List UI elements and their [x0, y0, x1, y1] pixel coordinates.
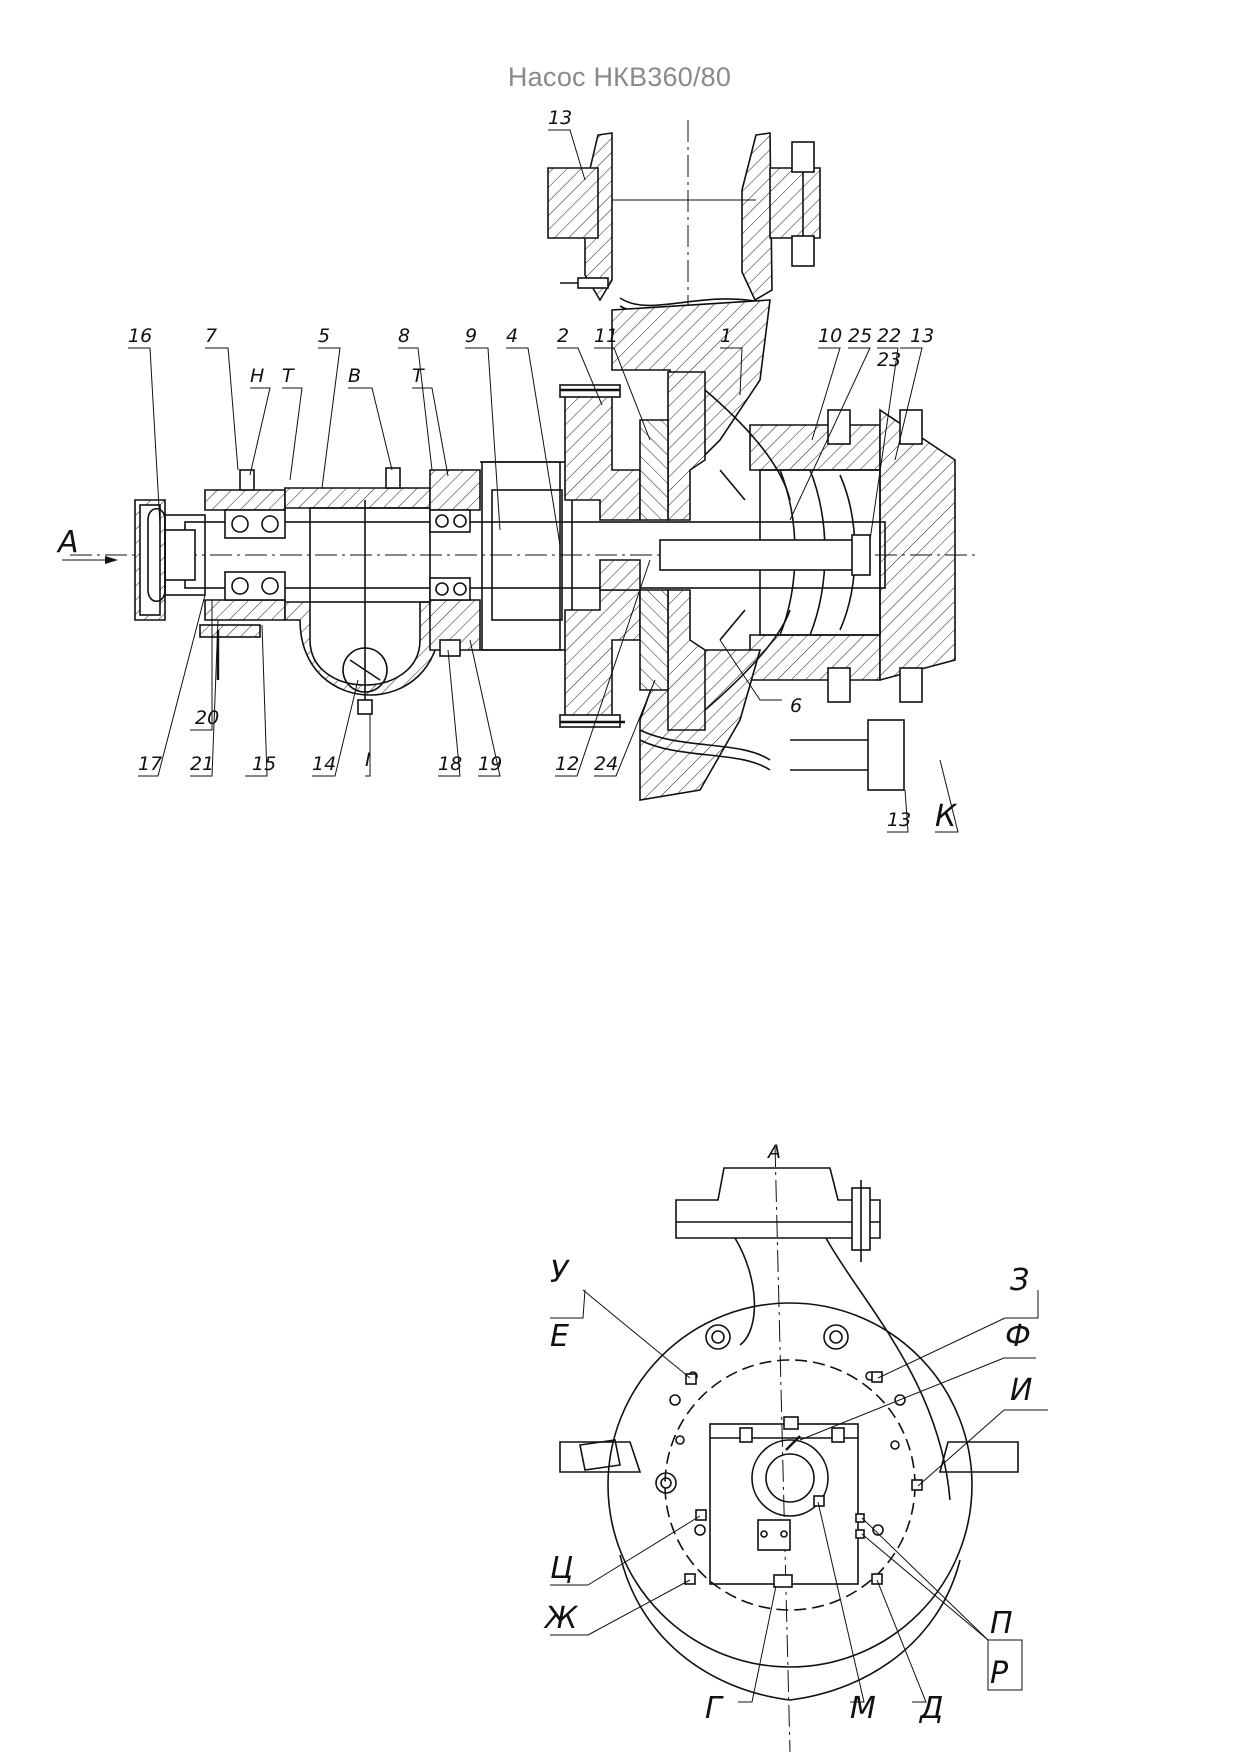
callout-25: 25 [848, 325, 872, 347]
bolt-holes [655, 1324, 906, 1536]
end-view-leaders [550, 1289, 1048, 1703]
casing-lower-arc [619, 1554, 961, 1701]
callout-Z: З [1010, 1263, 1029, 1298]
callout-G: Г [705, 1691, 724, 1726]
discharge-nozzle [547, 120, 821, 340]
callout-H: Н [250, 365, 264, 387]
shaft [70, 521, 980, 589]
bearing-housing-right [429, 469, 481, 657]
bolt-circle [664, 1359, 916, 1611]
left-foot [579, 1439, 621, 1471]
callout-7: 7 [205, 325, 217, 347]
callout-M: М [850, 1691, 876, 1726]
callout-1: 1 [720, 325, 732, 347]
casing-outer-circle [607, 1302, 973, 1668]
section-view: 16 7 Н Т 5 В 8 Т 9 4 2 11 1 10 25 22 23 … [56, 107, 980, 834]
callout-15: 15 [252, 753, 276, 775]
callout-20: 20 [195, 707, 219, 729]
right-foot-plate [938, 1441, 1019, 1473]
callout-18: 18 [438, 753, 462, 775]
impeller [667, 371, 791, 731]
callout-10: 10 [818, 325, 842, 347]
view-direction-A: А [56, 525, 79, 560]
seal-housing [559, 384, 669, 728]
callout-T-right: Т [412, 365, 425, 387]
callout-4: 4 [506, 325, 518, 347]
callout-23: 23 [877, 349, 901, 371]
callout-T-left: Т [282, 365, 295, 387]
callout-F: Ф [1005, 1319, 1031, 1354]
end-view-label-A: А [766, 1141, 781, 1163]
bearing-body [284, 467, 441, 715]
callout-5: 5 [318, 325, 330, 347]
callout-13-right: 13 [910, 325, 934, 347]
callout-24: 24 [594, 753, 618, 775]
bearing-block [709, 1416, 859, 1588]
callout-17: 17 [138, 753, 162, 775]
callout-19: 19 [478, 753, 502, 775]
callout-8: 8 [398, 325, 410, 347]
callout-16: 16 [128, 325, 152, 347]
callout-P: П [990, 1606, 1013, 1641]
coupling-half [134, 499, 206, 621]
left-foot-plate [559, 1441, 642, 1473]
callout-Zh: Ж [543, 1601, 579, 1636]
fasteners [684, 1371, 923, 1585]
callout-21: 21 [190, 753, 214, 775]
callout-I: И [1010, 1373, 1032, 1408]
callout-13-bottom: 13 [887, 809, 911, 831]
callout-Ts: Ц [550, 1551, 573, 1586]
callout-2: 2 [557, 325, 569, 347]
section-leaders [62, 129, 959, 833]
callout-K: К [935, 799, 958, 834]
callout-R: Р [990, 1656, 1009, 1691]
bearing-housing-left [199, 469, 286, 680]
callout-22: 22 [877, 325, 901, 347]
callout-I: I [365, 749, 371, 771]
end-view-nozzle [675, 1167, 951, 1501]
callout-V: В [348, 365, 361, 387]
callout-13-top: 13 [548, 107, 572, 129]
callout-D: Д [918, 1691, 943, 1726]
callout-9: 9 [465, 325, 477, 347]
spacer-coupling [480, 461, 573, 651]
callout-12: 12 [555, 753, 579, 775]
callout-11: 11 [594, 325, 618, 347]
callout-U: У [550, 1255, 570, 1290]
callout-14: 14 [312, 753, 336, 775]
end-view: А [543, 1141, 1048, 1752]
callout-6: 6 [790, 695, 802, 717]
callout-E: Е [550, 1319, 569, 1354]
drawing-title: Насос НКВ360/80 [507, 62, 732, 92]
